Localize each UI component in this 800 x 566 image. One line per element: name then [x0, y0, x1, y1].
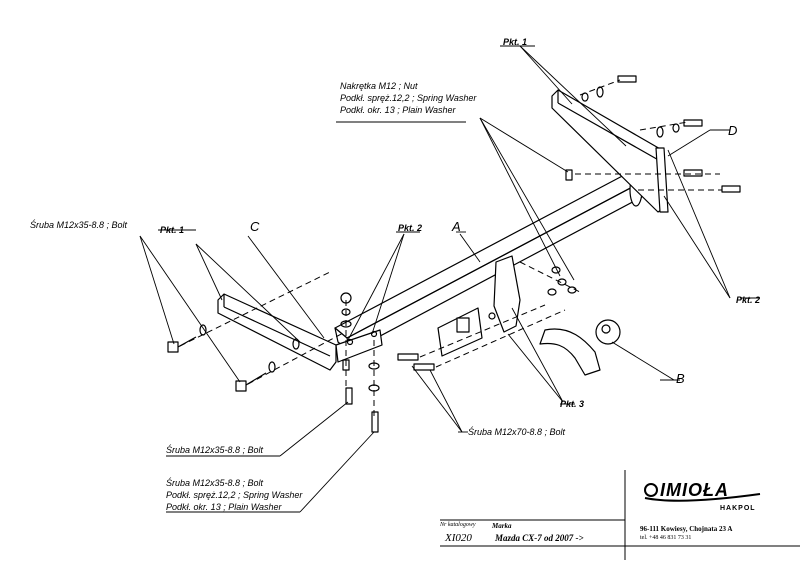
bracket-d [551, 89, 669, 213]
label-pkt1-top: Pkt. 1 [503, 37, 528, 47]
hakpol-logo-mark [644, 483, 761, 502]
marka-label: Marka [492, 522, 512, 530]
label-bolt-m70: Śruba M12x70-8.8 ; Bolt [468, 427, 566, 437]
assembly-dashes [179, 79, 722, 420]
towball-assembly-b [437, 255, 621, 376]
label-letter-c: C [250, 219, 260, 234]
company-address: 96-111 Kowiesy, Chojnata 23 A [640, 525, 733, 533]
label-letter-a: A [452, 219, 461, 234]
vehicle-model: Mazda CX-7 od 2007 -> [495, 533, 584, 543]
catalog-number-label: Nr katalogowy [440, 522, 476, 528]
leader-lines [139, 45, 760, 513]
label-bolt-bottom-mid: Śruba M12x35-8.8 ; Bolt [166, 445, 264, 455]
label-pkt3: Pkt. 3 [560, 399, 585, 409]
label-nut-line3: Podkł. okr. 13 ; Plain Washer [340, 105, 456, 115]
company-phone: tel. +48 46 831 73 31 [640, 535, 692, 541]
catalog-number: XI020 [445, 532, 472, 544]
label-letter-b: B [676, 371, 685, 386]
label-bottom-line2: Podkł. spręż.12,2 ; Spring Washer [166, 490, 303, 500]
label-bottom-line1: Śruba M12x35-8.8 ; Bolt [166, 478, 264, 488]
label-pkt2-mid: Pkt. 2 [398, 223, 423, 233]
brand-logo: IMIOŁA [660, 480, 729, 500]
bolts-left [167, 292, 435, 433]
crossbar-a [334, 172, 643, 353]
label-pkt1-left: Pkt. 1 [160, 225, 185, 235]
label-nut-line1: Nakrętka M12 ; Nut [340, 81, 418, 91]
label-bottom-line3: Podkł. okr. 13 ; Plain Washer [166, 502, 282, 512]
label-bolt-left: Śruba M12x35-8.8 ; Bolt [30, 220, 128, 230]
brand-sub: HAKPOL [720, 505, 756, 512]
bolts-right [488, 75, 741, 320]
label-nut-line2: Podkł. spręż.12,2 ; Spring Washer [340, 93, 477, 103]
label-letter-d: D [728, 123, 738, 138]
title-block [440, 470, 800, 560]
label-pkt2-right: Pkt. 2 [736, 295, 761, 305]
